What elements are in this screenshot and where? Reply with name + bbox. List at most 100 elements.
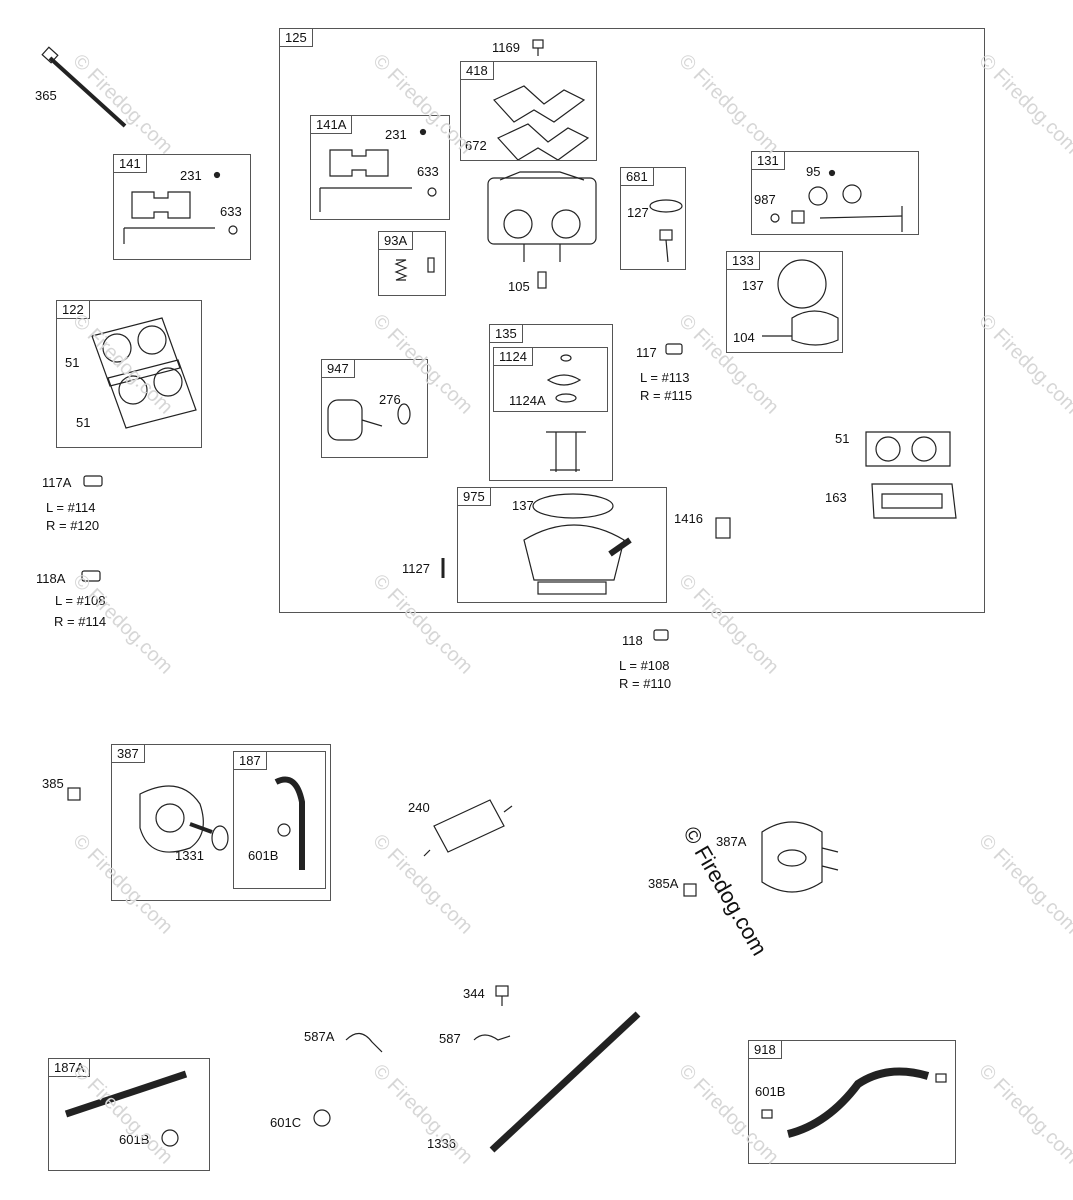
part-label: 987 xyxy=(754,192,776,207)
part-label: 633 xyxy=(220,204,242,219)
part-label: 51 xyxy=(835,431,850,446)
part-label: R = #115 xyxy=(640,388,693,403)
box-131: 131 xyxy=(751,151,919,235)
solenoid-947-drawing xyxy=(327,399,411,441)
screw-1169-drawing xyxy=(532,39,544,56)
part-label: 117A xyxy=(42,475,72,490)
part-label: 365 xyxy=(35,88,57,103)
spring-93a-drawing xyxy=(394,257,435,281)
box-125-id: 125 xyxy=(280,29,313,47)
part-label: 118A xyxy=(36,571,66,586)
part-label: 51 xyxy=(76,415,91,430)
box-418-id: 418 xyxy=(461,62,494,80)
part-label: L = #113 xyxy=(640,370,690,385)
part-label: 105 xyxy=(508,279,530,294)
box-93a: 93A xyxy=(378,231,446,296)
part-label: 601B xyxy=(119,1132,150,1147)
gaskets-51-163-drawing xyxy=(865,431,957,519)
parts-1124-drawing xyxy=(546,354,586,472)
part-label: 117 xyxy=(636,345,657,360)
small-parts-drawing xyxy=(441,517,731,641)
box-387: 387 xyxy=(111,744,331,901)
box-93a-id: 93A xyxy=(379,232,414,250)
part-label: 240 xyxy=(408,800,430,815)
box-947: 947 xyxy=(321,359,428,458)
box-975-id: 975 xyxy=(458,488,491,506)
part-label: 601B xyxy=(248,848,279,863)
part-label: 118 xyxy=(622,633,643,648)
part-label: 127 xyxy=(627,205,649,220)
carburetor-drawing xyxy=(487,171,597,262)
part-label: 104 xyxy=(733,330,755,345)
box-122: 122 xyxy=(56,300,202,448)
adapter-975-drawing xyxy=(523,493,632,595)
fuel-pump-387a-drawing xyxy=(683,821,839,897)
box-387-id: 387 xyxy=(112,745,145,763)
part-label: 163 xyxy=(825,490,847,505)
box-918: 918 xyxy=(748,1040,956,1164)
part-label: 587 xyxy=(439,1031,461,1046)
fuel-pump-387-drawing xyxy=(67,785,229,853)
box-975: 975 xyxy=(457,487,667,603)
part-label: 385A xyxy=(648,876,679,891)
jet-105-drawing xyxy=(537,271,547,289)
box-187a: 187A xyxy=(48,1058,210,1171)
part-label: R = #114 xyxy=(54,614,107,629)
box-135-id: 135 xyxy=(490,325,523,343)
fuel-filter-240-drawing xyxy=(423,799,513,857)
box-122-id: 122 xyxy=(57,301,90,319)
part-label: 1331 xyxy=(175,848,204,863)
parts-131-drawing xyxy=(770,169,903,232)
part-label: 137 xyxy=(512,498,534,513)
part-label: 1416 xyxy=(674,511,703,526)
screws-117a-118a-drawing xyxy=(81,475,103,582)
box-125: 125 xyxy=(279,28,985,613)
clamps-and-hose-drawing xyxy=(313,985,641,1153)
box-141-id: 141 xyxy=(114,155,147,173)
hose-187-drawing xyxy=(274,776,305,870)
box-187-id: 187 xyxy=(234,752,267,770)
part-label: 385 xyxy=(42,776,64,791)
part-label: R = #110 xyxy=(619,676,672,691)
part-label: L = #108 xyxy=(55,593,106,608)
part-label: 387A xyxy=(716,834,747,849)
box-1124: 1124 xyxy=(493,347,608,412)
part-label: 1127 xyxy=(402,561,430,576)
part-label: 231 xyxy=(180,168,202,183)
part-label: 587A xyxy=(304,1029,335,1044)
part-label: 1336 xyxy=(427,1136,456,1151)
parts-133-drawing xyxy=(762,259,839,346)
part-label: 1169 xyxy=(492,40,520,55)
hose-187a-drawing xyxy=(64,1070,188,1147)
part-label: 1124A xyxy=(509,393,546,408)
plate-141a-drawing xyxy=(319,128,437,212)
gaskets-418-drawing xyxy=(493,85,590,161)
needle-681-drawing xyxy=(649,199,683,263)
box-135: 135 xyxy=(489,324,613,481)
screw-117-drawing xyxy=(665,343,683,355)
part-label: 672 xyxy=(465,138,487,153)
box-131-id: 131 xyxy=(752,152,785,170)
box-681: 681 xyxy=(620,167,686,270)
box-681-id: 681 xyxy=(621,168,654,186)
part-label: R = #120 xyxy=(46,518,100,533)
box-918-id: 918 xyxy=(749,1041,782,1059)
part-label: L = #114 xyxy=(46,500,96,515)
box-133-id: 133 xyxy=(727,252,760,270)
box-133: 133 xyxy=(726,251,843,353)
box-141a: 141A xyxy=(310,115,450,220)
part-label: 633 xyxy=(417,164,439,179)
box-187: 187 xyxy=(233,751,326,889)
gasket-122-drawing xyxy=(91,317,197,429)
box-141: 141 xyxy=(113,154,251,260)
part-label: L = #108 xyxy=(619,658,670,673)
box-1124-id: 1124 xyxy=(494,348,533,366)
part-label: 276 xyxy=(379,392,401,407)
bolt-365-drawing xyxy=(41,46,127,128)
box-187a-id: 187A xyxy=(49,1059,91,1077)
box-418: 418 xyxy=(460,61,597,161)
part-label: 51 xyxy=(65,355,80,370)
part-label: 601B xyxy=(755,1084,786,1099)
